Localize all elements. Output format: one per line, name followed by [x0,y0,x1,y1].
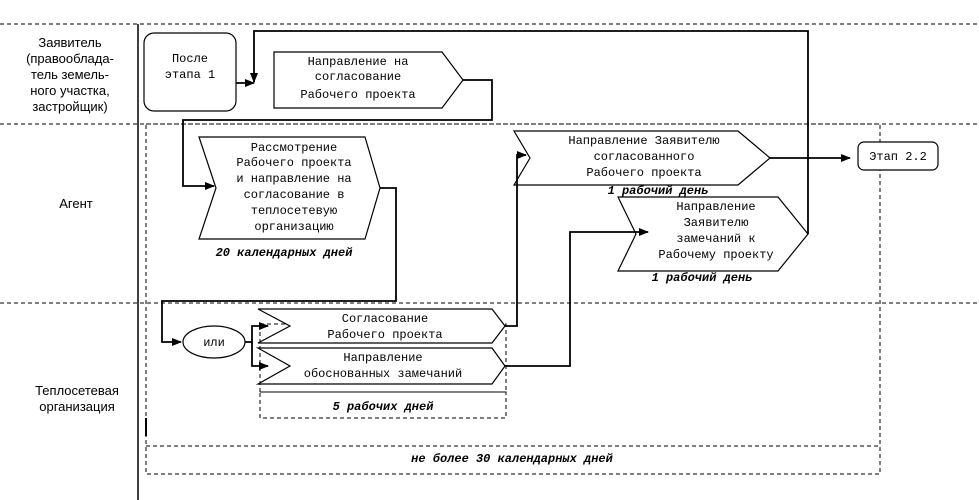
lane-heat-line: Теплосетевая [35,383,119,398]
lane-label-heat-org: Теплосетевая организация [35,383,119,414]
send-remarks-line: замечаний к [676,232,755,246]
send-remarks-node [617,196,809,272]
review-line: Рабочего проекта [236,156,351,170]
total-time-frame [145,123,881,475]
lane-applicant-line: (правооблада- [26,51,114,66]
approve-node [257,308,506,344]
start-node-line: этапа 1 [165,68,215,82]
total-time-label: не более 30 календарных дней [411,451,613,466]
review-time-label: 20 календарных дней [216,246,354,260]
lane-applicant-line: ного участка, [30,83,109,98]
lane-applicant-line: Заявитель [38,35,101,50]
heat-time-frame [259,391,507,419]
send-approved-line: согласованного [594,150,695,164]
send-approval-line: Рабочего проекта [300,88,415,102]
connector-review-to-or [161,187,397,346]
connector-remarks-back-to-send [250,30,809,234]
lane-heat-line: организация [39,399,115,414]
send-approved-line: Направление Заявителю [568,134,719,148]
lane-label-agent: Агент [59,196,93,211]
send-remarks-line: Заявителю [684,216,749,230]
review-line: согласование в [244,188,345,202]
approve-line: Рабочего проекта [327,328,442,342]
connector-approve-to-send-approved [505,151,527,327]
review-line: и направление на [236,172,351,186]
review-line: Рассмотрение [251,141,337,155]
lane-label-applicant: Заявитель (правооблада- тель земель- ног… [26,35,114,114]
remarks-line: Направление [343,351,422,365]
heat-time-label: 5 рабочих дней [333,399,435,414]
send-approval-line: Направление на [308,55,409,69]
review-line: организацию [254,220,333,234]
or-gate-label: или [203,336,225,350]
review-node [198,136,381,240]
connector-or-to-approve [245,322,269,343]
connector-send-to-review [182,79,493,190]
connector-or-to-remarks [251,342,269,370]
review-line: теплосетевую [251,204,337,218]
send-approval-line: согласование [315,70,401,84]
send-approved-node [512,130,771,186]
stage-next-label: Этап 2.2 [869,150,927,164]
send-remarks-line: Рабочему проекту [658,248,773,262]
send-approved-line: Рабочего проекта [586,166,701,180]
approve-line: Согласование [342,312,428,326]
lane-applicant-line: тель земель- [31,67,109,82]
lane-applicant-line: застройщик) [32,99,107,114]
remarks-line: обоснованных замечаний [304,367,462,381]
start-node [143,32,237,112]
send-remarks-time-label: 1 рабочий день [652,270,753,285]
send-approved-time-label: 1 рабочий день [608,183,709,198]
send-approval-node [273,51,464,109]
start-node-line: После [172,52,208,66]
send-remarks-line: Направление [676,200,755,214]
stage-next-node [857,141,939,171]
remarks-node [255,347,506,385]
connector-remarks-to-send-remarks [505,228,649,367]
